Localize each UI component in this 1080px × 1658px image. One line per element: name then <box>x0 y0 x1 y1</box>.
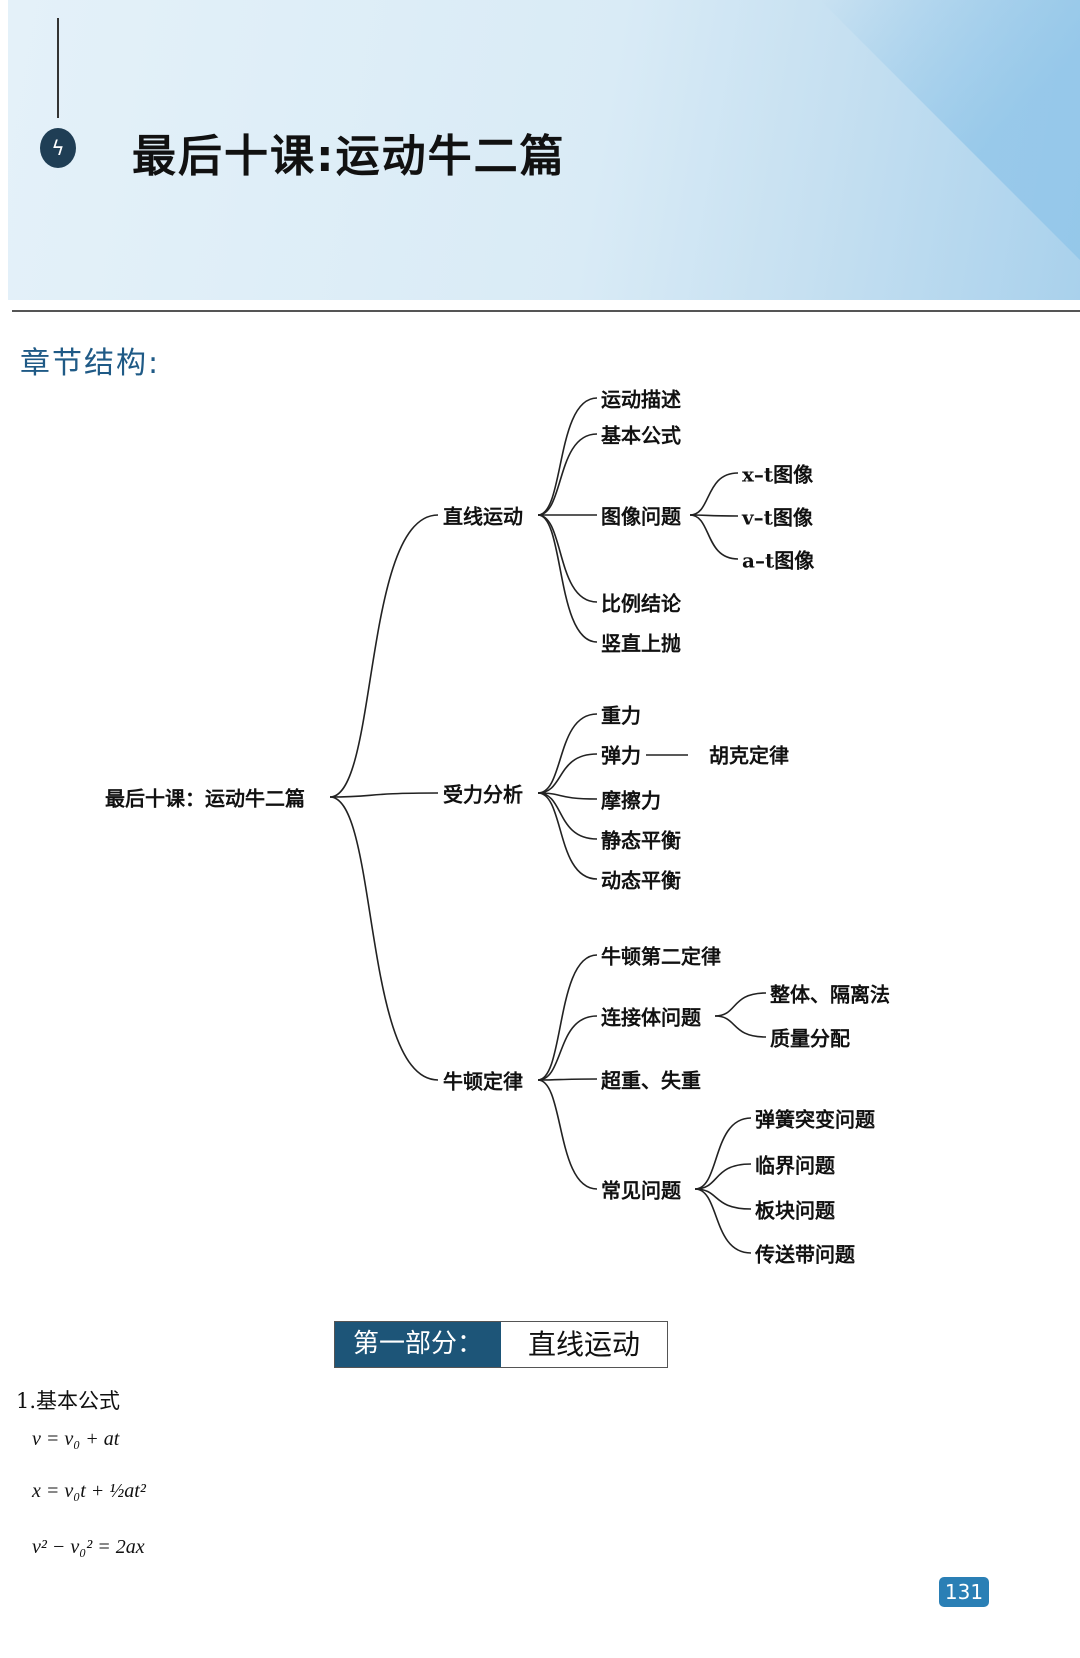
section-banner: 第一部分： 直线运动 <box>334 1321 668 1368</box>
mindmap-leaf: a–t图像 <box>742 548 815 573</box>
mindmap-node: 静态平衡 <box>601 828 681 853</box>
mindmap-link <box>694 1117 752 1190</box>
mindmap-branch: 直线运动 <box>443 504 523 529</box>
mindmap-node: 超重、失重 <box>601 1068 701 1093</box>
mindmap-link <box>689 472 739 516</box>
mindmap-link <box>537 792 598 840</box>
mindmap-node: 弹力 <box>601 743 641 768</box>
mindmap-link <box>714 992 767 1017</box>
chapter-header-banner <box>8 0 1080 300</box>
mindmap-link <box>537 1079 598 1190</box>
mindmap-link <box>714 1015 767 1038</box>
page-number: 131 <box>939 1577 989 1607</box>
mindmap-leaf: v–t图像 <box>742 505 813 530</box>
mindmap-link <box>329 796 439 1081</box>
mindmap-node: 图像问题 <box>601 504 681 529</box>
mindmap-link <box>537 753 598 794</box>
formula: v = v₀ + at <box>32 1428 120 1450</box>
mindmap-link <box>537 954 598 1081</box>
mindmap-link <box>537 514 598 603</box>
mindmap-link <box>537 433 598 516</box>
mindmap-leaf: 临界问题 <box>755 1153 835 1178</box>
mindmap-link <box>537 514 598 643</box>
mindmap-leaf: 质量分配 <box>770 1026 850 1051</box>
chapter-title: 最后十课:运动牛二篇 <box>132 131 566 182</box>
formula: x = v₀t + ½at² <box>32 1480 146 1502</box>
mindmap-node: 重力 <box>601 703 641 728</box>
bulb-cord <box>57 18 59 118</box>
formula: v² − v₀² = 2ax <box>32 1536 145 1558</box>
mindmap-link <box>537 792 598 800</box>
mindmap-link <box>537 1078 598 1081</box>
mindmap-leaf: x–t图像 <box>742 462 814 487</box>
mindmap-leaf: 胡克定律 <box>709 743 789 768</box>
mindmap-leaf: 板块问题 <box>755 1198 835 1223</box>
mindmap-link <box>694 1163 752 1190</box>
banner-part-label: 第一部分： <box>335 1322 501 1367</box>
lightbulb-icon: ϟ <box>40 128 76 168</box>
item-title: 1.基本公式 <box>16 1389 121 1413</box>
mindmap-node: 比例结论 <box>601 591 681 616</box>
mindmap-root: 最后十课：运动牛二篇 <box>105 786 305 811</box>
mindmap-link <box>694 1188 752 1210</box>
section-heading: 章节结构: <box>20 346 161 381</box>
mindmap-link <box>329 514 439 798</box>
mindmap-link <box>537 397 598 516</box>
mindmap-node: 牛顿第二定律 <box>601 944 721 969</box>
mindmap-leaf: 传送带问题 <box>755 1242 855 1267</box>
mindmap-node: 竖直上抛 <box>601 631 681 656</box>
mindmap-link <box>537 1015 598 1081</box>
banner-topic: 直线运动 <box>501 1322 667 1367</box>
mindmap-node: 基本公式 <box>601 423 681 448</box>
divider <box>12 310 1080 312</box>
mindmap-link <box>689 514 739 517</box>
mindmap-node: 连接体问题 <box>601 1005 701 1030</box>
mindmap-branch: 受力分析 <box>443 782 523 807</box>
mindmap-node: 摩擦力 <box>601 788 661 813</box>
mindmap-leaf: 整体、隔离法 <box>770 982 890 1007</box>
mindmap-node: 常见问题 <box>601 1178 681 1203</box>
mindmap-link <box>329 792 439 798</box>
mindmap-link <box>694 1188 752 1254</box>
mindmap-link <box>537 792 598 880</box>
mindmap-leaf: 弹簧突变问题 <box>755 1107 875 1132</box>
mindmap-link <box>537 713 598 794</box>
mindmap-node: 动态平衡 <box>601 868 681 893</box>
mindmap-node: 运动描述 <box>601 387 681 412</box>
mindmap-branch: 牛顿定律 <box>443 1069 523 1094</box>
mindmap-link <box>689 514 739 560</box>
